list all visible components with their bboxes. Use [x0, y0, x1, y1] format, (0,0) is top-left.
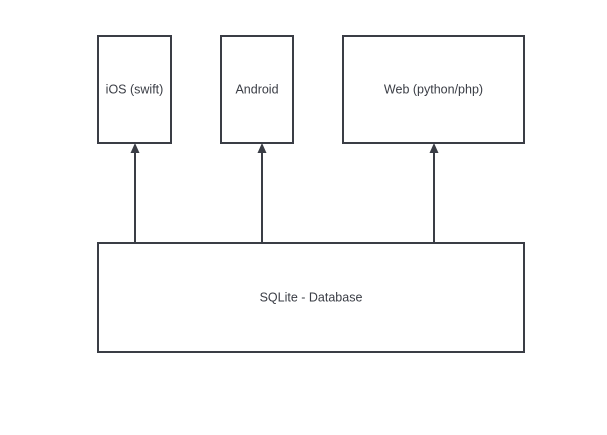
arrowhead-icon	[429, 143, 439, 153]
node-android[interactable]: Android	[220, 35, 294, 144]
node-database-label: SQLite - Database	[260, 291, 363, 305]
node-android-box	[220, 35, 294, 144]
arrowhead-icon	[130, 143, 140, 153]
edge-db-to-web	[429, 143, 439, 243]
node-web-label: Web (python/php)	[384, 83, 483, 97]
arrowhead-icon	[257, 143, 267, 153]
node-android-label: Android	[235, 83, 278, 97]
node-database[interactable]: SQLite - Database	[97, 242, 525, 353]
node-web-box	[342, 35, 525, 144]
node-ios-box	[97, 35, 172, 144]
node-ios-label: iOS (swift)	[106, 83, 164, 97]
node-web[interactable]: Web (python/php)	[342, 35, 525, 144]
edge-db-to-ios	[130, 143, 140, 243]
edge-db-to-android	[257, 143, 267, 243]
node-database-box	[97, 242, 525, 353]
node-ios[interactable]: iOS (swift)	[97, 35, 172, 144]
